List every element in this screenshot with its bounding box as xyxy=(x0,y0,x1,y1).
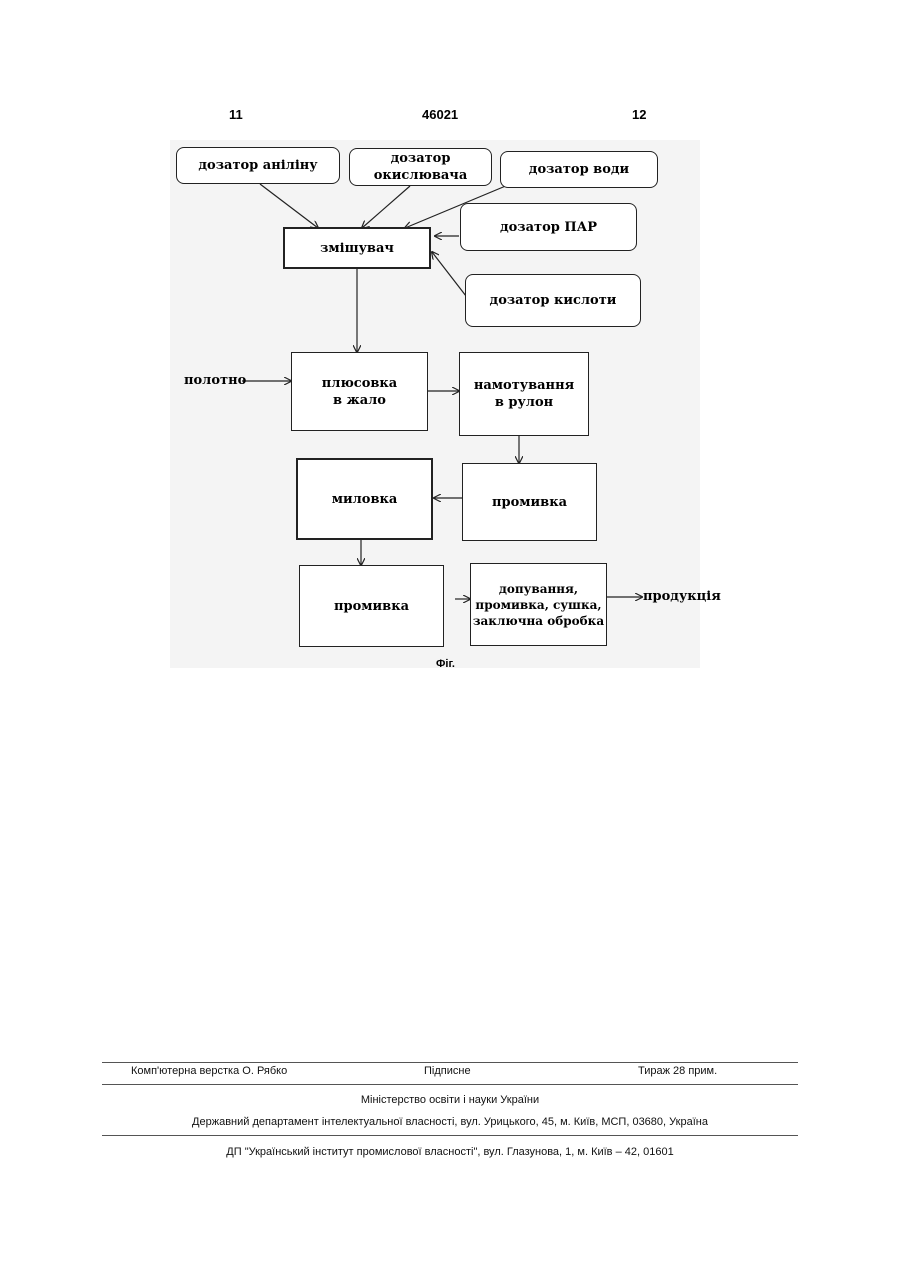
page-number-left: 11 xyxy=(229,107,243,122)
footer-rule-top xyxy=(102,1062,798,1063)
page-number-right: 12 xyxy=(632,107,646,122)
doser-aniline-box: дозатор аніліну xyxy=(176,147,340,184)
doser-acid-box: дозатор кислоти xyxy=(465,274,641,327)
footer-signed: Підписне xyxy=(424,1065,471,1077)
output-label: продукція xyxy=(643,589,721,604)
doser-water-box: дозатор води xyxy=(500,151,658,188)
doser-oxidizer-box: дозатор окислювача xyxy=(349,148,492,186)
final-processing-box: допування, промивка, сушка, заключна обр… xyxy=(470,563,607,646)
soaping-box: миловка xyxy=(296,458,433,540)
doser-surfactant-box: дозатор ПАР xyxy=(460,203,637,251)
footer-circulation: Тираж 28 прим. xyxy=(638,1065,717,1077)
figure-caption: Фіг. xyxy=(436,658,455,670)
winding-box: намотування в рулон xyxy=(459,352,589,436)
footer-rule-bottom xyxy=(102,1135,798,1136)
footer-ministry: Міністерство освіти і науки України xyxy=(102,1094,798,1106)
footer-rule-middle xyxy=(102,1084,798,1085)
padding-box: плюсовка в жало xyxy=(291,352,428,431)
footer-institute: ДП "Український інститут промислової вла… xyxy=(102,1146,798,1158)
mixer-box: змішувач xyxy=(283,227,431,269)
patent-number: 46021 xyxy=(422,107,458,122)
footer-department: Державний департамент інтелектуальної вл… xyxy=(102,1116,798,1128)
footer-typesetting: Комп'ютерна верстка О. Рябко xyxy=(131,1065,287,1077)
washing-box-1: промивка xyxy=(462,463,597,541)
input-label: полотно xyxy=(184,373,246,388)
washing-box-2: промивка xyxy=(299,565,444,647)
